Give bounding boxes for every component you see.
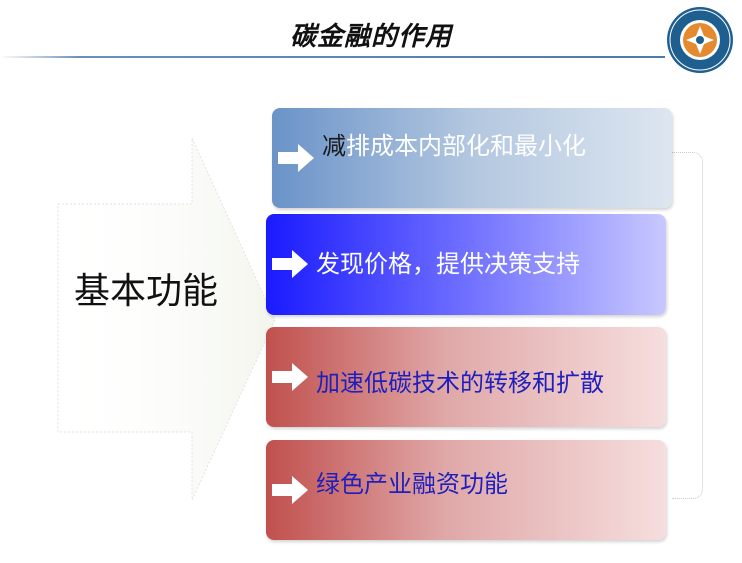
function-item-2: 发现价格，提供决策支持 xyxy=(266,214,666,315)
function-item-1-rest: 排成本内部化和最小化 xyxy=(346,132,586,160)
slide-title: 碳金融的作用 xyxy=(289,22,452,52)
chevron-arrow-icon xyxy=(272,363,308,391)
function-item-3-label: 加速低碳技术的转移和扩散 xyxy=(316,369,604,397)
title-underline xyxy=(0,56,665,58)
main-label: 基本功能 xyxy=(74,271,219,312)
function-item-4-label: 绿色产业融资功能 xyxy=(316,470,508,498)
function-item-3: 加速低碳技术的转移和扩散 xyxy=(266,327,666,427)
chevron-arrow-icon xyxy=(272,476,308,504)
slide-header: 碳金融的作用 xyxy=(0,0,742,73)
chevron-arrow-icon xyxy=(272,250,308,278)
group-bracket xyxy=(672,152,703,499)
chevron-arrow-icon xyxy=(278,144,314,172)
function-item-1-first-char: 减 xyxy=(322,132,346,160)
institute-logo-icon xyxy=(667,7,733,73)
function-item-4: 绿色产业融资功能 xyxy=(266,440,666,540)
function-item-2-label: 发现价格，提供决策支持 xyxy=(316,250,580,278)
function-item-1-label: 减排成本内部化和最小化 xyxy=(322,96,586,196)
function-item-1: 减排成本内部化和最小化 xyxy=(272,108,672,208)
